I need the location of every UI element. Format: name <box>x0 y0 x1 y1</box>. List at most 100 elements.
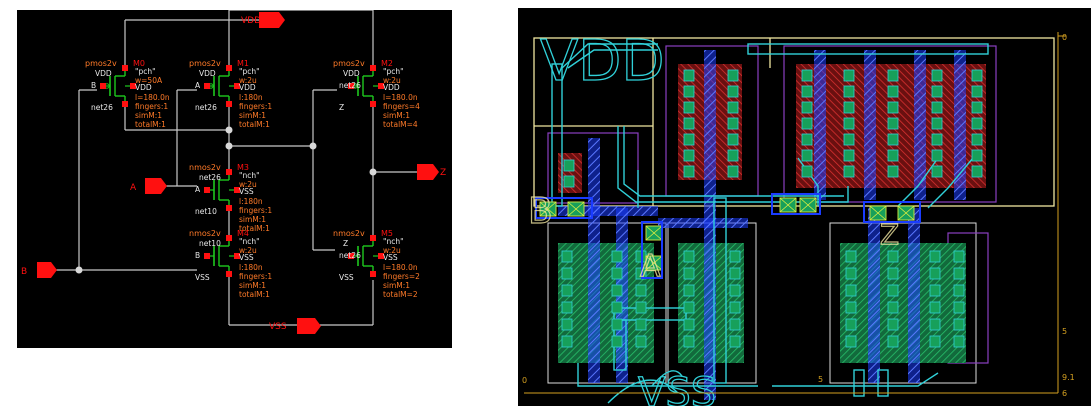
schematic-wires <box>55 10 417 326</box>
width-label: w:2u <box>239 180 257 189</box>
length-label: l:180n <box>239 263 263 272</box>
contact-cut <box>953 335 965 348</box>
contact-cut <box>801 85 813 98</box>
contact-cut <box>683 250 695 263</box>
fingers-label: fingers:1 <box>135 102 168 111</box>
terminal-mid-label: VDD <box>383 83 400 92</box>
terminal-bottom-label: net26 <box>91 103 113 112</box>
contact-cut <box>953 284 965 297</box>
terminal-bottom-label: Z <box>339 103 344 112</box>
contact-cut <box>729 284 741 297</box>
transistor-instance-label: M5 <box>381 229 393 238</box>
contact-cut <box>971 165 983 178</box>
contact-cut <box>971 133 983 146</box>
contact-cut <box>845 335 857 348</box>
contact-cut <box>931 101 943 114</box>
contact-cut <box>931 69 943 82</box>
contact-cut <box>953 267 965 280</box>
contact-cut <box>971 69 983 82</box>
contact-cut <box>929 267 941 280</box>
contact-cut <box>953 318 965 331</box>
terminal-mid-label: VSS <box>239 253 254 262</box>
pin-b[interactable]: B <box>21 262 57 278</box>
contact-cut <box>727 149 739 162</box>
totalm-label: totalM:1 <box>239 290 270 299</box>
contact-cut <box>971 85 983 98</box>
transistor-type-label: pmos2v <box>85 59 117 68</box>
terminal-top-label: VDD <box>95 69 112 78</box>
layout-canvas: VDD VSS B A Z 0 5 9.1 6 0 5 <box>518 8 1091 406</box>
contact-cut <box>561 301 573 314</box>
model-label: "nch" <box>239 171 260 180</box>
width-label: w:2u <box>239 246 257 255</box>
terminal-gate-label: A <box>195 185 201 194</box>
pin-vss[interactable]: VSS <box>269 318 321 334</box>
pin-a[interactable]: A <box>130 178 167 194</box>
contact-cut <box>971 149 983 162</box>
terminal-mid-label: VSS <box>239 187 254 196</box>
contact-cut <box>727 69 739 82</box>
contact-cut <box>843 101 855 114</box>
totalm-label: totalM=4 <box>383 120 418 129</box>
ruler-mid-label: 5 <box>1062 327 1067 336</box>
contact-cut <box>887 101 899 114</box>
contact-cut <box>611 267 623 280</box>
transistor-type-label: nmos2v <box>333 229 365 238</box>
contact-cut <box>887 149 899 162</box>
layout-label-vss: VSS <box>638 370 716 406</box>
simm-label: simM:1 <box>239 111 266 120</box>
contact-cut <box>931 117 943 130</box>
layout-label-b: B <box>528 191 553 232</box>
contact-cut <box>843 149 855 162</box>
fingers-label: fingers=4 <box>383 102 420 111</box>
contact-cut <box>929 284 941 297</box>
terminal-gate-label: net26 <box>339 81 361 90</box>
transistor-type-label: nmos2v <box>189 163 221 172</box>
length-label: l:180n <box>239 93 263 102</box>
contact-cut <box>801 149 813 162</box>
pin-vdd[interactable]: VDD <box>241 12 285 28</box>
contact-cut <box>887 133 899 146</box>
contact-cut <box>931 85 943 98</box>
contact-cut <box>611 250 623 263</box>
via-cross-line <box>897 205 915 221</box>
contact-cut <box>845 318 857 331</box>
via-cross-line <box>799 197 817 213</box>
ruler-top-label: 0 <box>1062 33 1067 42</box>
simm-label: simM:1 <box>239 215 266 224</box>
contact-cut <box>953 250 965 263</box>
contact-cut <box>929 335 941 348</box>
junction-dots <box>75 126 377 274</box>
simm-label: simM:1 <box>383 281 410 290</box>
contact-cut <box>801 69 813 82</box>
transistor-instance-label: M2 <box>381 59 393 68</box>
totalm-label: totalM:1 <box>135 120 166 129</box>
length-label: l:180n <box>239 197 263 206</box>
contact-cut <box>887 250 899 263</box>
pin-b-label: B <box>21 267 27 277</box>
contact-cut <box>611 301 623 314</box>
fingers-label: fingers:1 <box>239 272 272 281</box>
contact-cut <box>845 250 857 263</box>
contact-cut <box>611 318 623 331</box>
totalm-label: totalM=2 <box>383 290 418 299</box>
contact-cut <box>635 301 647 314</box>
contact-cut <box>729 267 741 280</box>
contact-cut <box>729 335 741 348</box>
width-label: w:2u <box>383 76 401 85</box>
contact-cut <box>845 301 857 314</box>
length-label: l=180.0n <box>383 263 418 272</box>
pin-z-label: Z <box>440 168 446 178</box>
contact-cut <box>683 69 695 82</box>
contact-cut <box>635 335 647 348</box>
contact-cut <box>635 318 647 331</box>
pin-z[interactable]: Z <box>417 164 446 180</box>
simm-label: simM:1 <box>383 111 410 120</box>
contact-cut <box>953 301 965 314</box>
